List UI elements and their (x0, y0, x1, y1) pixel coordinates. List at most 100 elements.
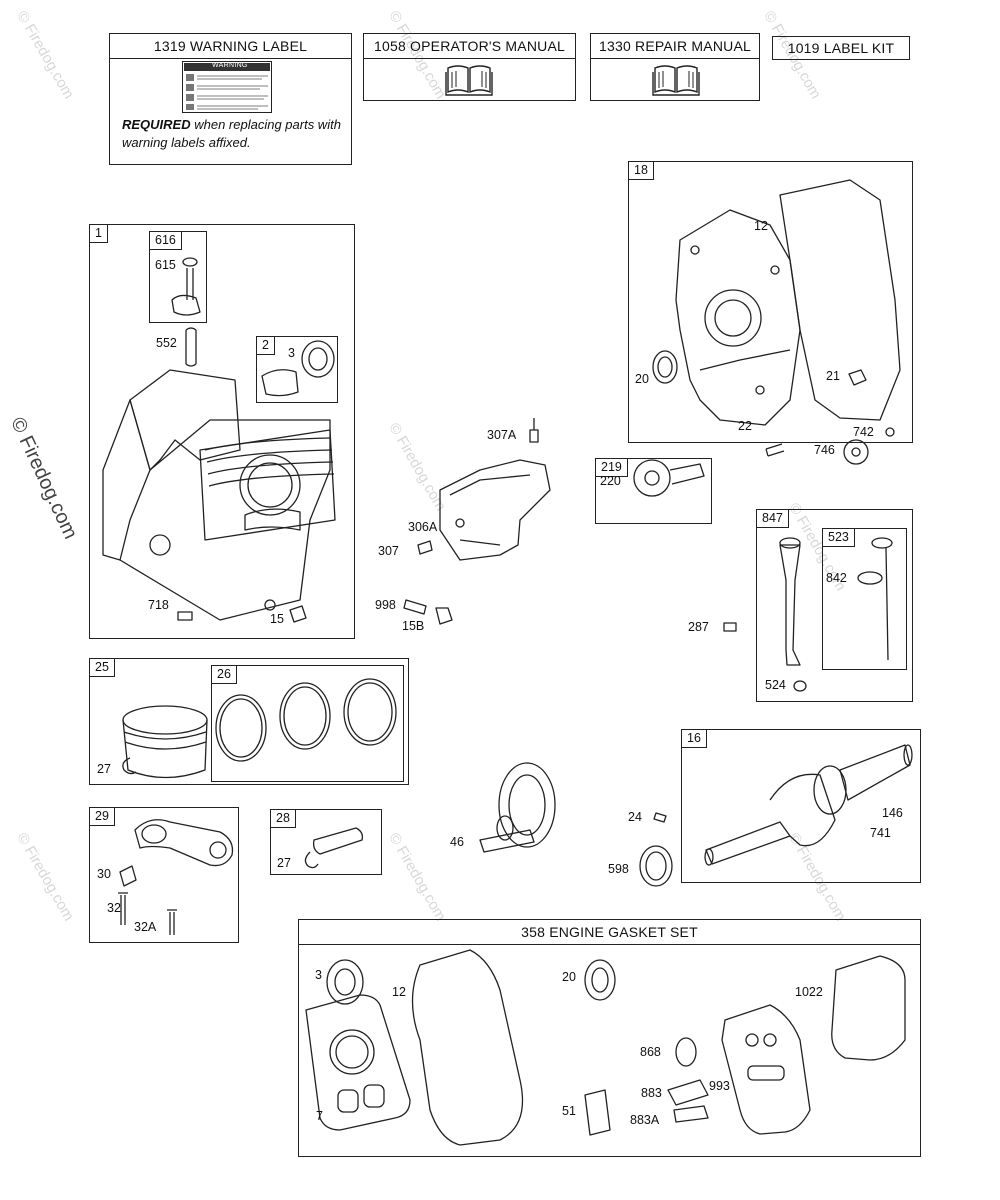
part-label: 746 (814, 443, 835, 457)
wrist-pin-group (270, 809, 382, 875)
book-icon (445, 65, 493, 96)
warning-decal-icon (182, 61, 272, 113)
valve-keeper-icon (182, 257, 198, 267)
part-label: 742 (853, 425, 874, 439)
part-label: 524 (765, 678, 786, 692)
part-label: 883A (630, 1113, 660, 1127)
breather-cover-icon (439, 459, 551, 561)
part-label: 46 (450, 835, 464, 849)
ref-tag: 28 (270, 809, 296, 828)
oil-seal-icon (326, 959, 364, 1005)
valve-cover-gasket-icon (831, 955, 906, 1061)
oil-seal-icon (301, 340, 335, 378)
crankshaft-icon (704, 744, 913, 866)
part-label: 22 (738, 419, 752, 433)
part-label: 30 (97, 867, 111, 881)
piston-ring-icon (343, 678, 397, 746)
ref-tag: 29 (89, 807, 115, 826)
ref-tag: 219 (595, 458, 628, 477)
bushing-icon (261, 369, 299, 397)
rings-group (211, 665, 404, 782)
required-note: REQUIRED when replacing parts with warni… (122, 116, 362, 152)
pin-icon (185, 327, 197, 367)
warning-sign-text: WARNING (212, 62, 248, 69)
part-label: 7 (316, 1109, 323, 1123)
governor-gear-group (595, 458, 712, 524)
operators-manual-title: 1058 OPERATOR'S MANUAL (364, 34, 575, 59)
part-label: 552 (156, 336, 177, 350)
warning-label-title: 1319 WARNING LABEL (110, 34, 351, 59)
part-label: 12 (392, 985, 406, 999)
book-icon (652, 65, 700, 96)
repair-manual-title: 1330 REPAIR MANUAL (591, 34, 759, 59)
cover-gasket-icon (411, 949, 524, 1146)
piston-group (89, 658, 409, 785)
part-label: 998 (375, 598, 396, 612)
valve-icon (171, 268, 201, 316)
part-label: 51 (562, 1104, 576, 1118)
warning-label-box: 1319 WARNING LABEL WARNING REQUIRED when… (109, 33, 352, 165)
piston-icon (122, 705, 208, 779)
piston-ring-icon (279, 682, 331, 750)
gasket-icon (779, 179, 901, 421)
seal-icon (675, 1037, 697, 1067)
part-label: 220 (600, 474, 621, 488)
part-label: 1022 (795, 985, 823, 999)
label-kit-title: 1019 LABEL KIT (787, 40, 895, 56)
part-label: 27 (277, 856, 291, 870)
part-label: 306A (408, 520, 438, 534)
part-label: 307A (487, 428, 517, 442)
gasket-set-title: 358 ENGINE GASKET SET (299, 920, 920, 945)
part-label: 21 (826, 369, 840, 383)
part-label: 842 (826, 571, 847, 585)
part-label: 15B (402, 619, 425, 633)
dipstick-tube-group (756, 509, 913, 702)
piston-ring-icon (215, 694, 267, 762)
part-label: 12 (754, 219, 768, 233)
part-label: 615 (155, 258, 176, 272)
ref-tag: 16 (681, 729, 707, 748)
part-label: 32 (107, 901, 121, 915)
required-strong: REQUIRED (122, 117, 191, 132)
required-rest: when replacing parts with warning labels… (122, 117, 341, 150)
operators-manual-box: 1058 OPERATOR'S MANUAL (363, 33, 576, 101)
ref-tag: 26 (211, 665, 237, 684)
ref-tag: 2 (256, 336, 275, 355)
breather-gasket-icon (721, 1004, 811, 1135)
seal-bushing-group (256, 336, 338, 403)
crankshaft-group (681, 729, 921, 883)
part-label: 993 (709, 1079, 730, 1093)
part-label: 598 (608, 862, 629, 876)
thrust-washer-icon (639, 845, 673, 887)
part-label: 3 (288, 346, 295, 360)
part-label: 868 (640, 1045, 661, 1059)
engine-block-group (89, 224, 355, 639)
part-label: 146 (882, 806, 903, 820)
part-label: 307 (378, 544, 399, 558)
part-label: 3 (315, 968, 322, 982)
dipstick-tube-icon (779, 544, 801, 666)
part-label: 20 (562, 970, 576, 984)
ref-tag: 1 (89, 224, 108, 243)
crankcase-cover-icon (675, 209, 801, 426)
crankcase-cover-group (628, 161, 913, 443)
camshaft-icon (479, 762, 556, 853)
label-kit-box: 1019 LABEL KIT (772, 36, 910, 60)
part-label: 24 (628, 810, 642, 824)
head-gasket-icon (305, 994, 411, 1131)
dipstick-group (822, 528, 907, 670)
oil-seal-icon (652, 350, 678, 384)
ref-tag: 25 (89, 658, 115, 677)
part-label: 741 (870, 826, 891, 840)
governor-gear-icon (633, 459, 671, 497)
ref-tag: 18 (628, 161, 654, 180)
ref-tag: 616 (149, 231, 182, 250)
part-label: 15 (270, 612, 284, 626)
part-label: 287 (688, 620, 709, 634)
part-label: 20 (635, 372, 649, 386)
part-label: 32A (134, 920, 157, 934)
engine-gasket-set: 358 ENGINE GASKET SET (298, 919, 921, 1157)
part-label: 883 (641, 1086, 662, 1100)
part-label: 718 (148, 598, 169, 612)
